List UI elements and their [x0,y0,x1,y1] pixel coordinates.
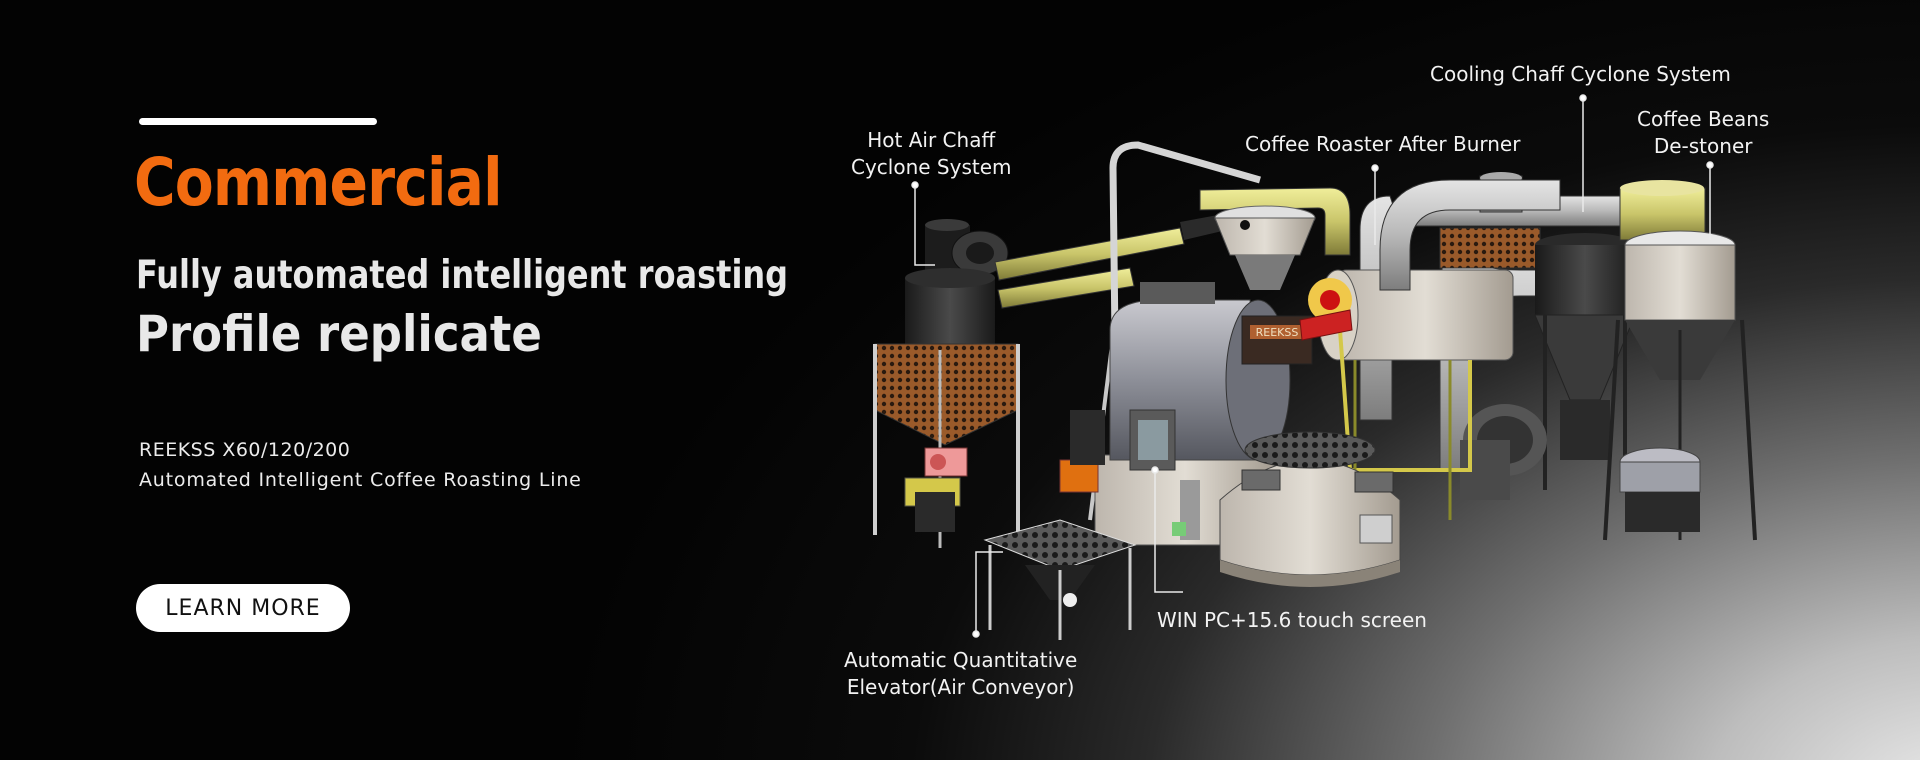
hero-subtitle-line2: Profile replicate [136,305,542,363]
callout-elevator-line1: Automatic Quantitative [844,648,1078,672]
brand-plate: REEKSS [1256,326,1299,339]
hero-subtitle-line1: Fully automated intelligent roasting [136,253,789,298]
callout-touch-screen: WIN PC+15.6 touch screen [1157,608,1427,632]
cooling-filter [1439,227,1541,269]
callout-elevator: Automatic Quantitative Elevator(Air Conv… [844,647,1077,701]
cooling-cyclone [1534,233,1636,490]
destoner [1603,180,1757,541]
blower-fan [1460,404,1547,500]
callout-cooling-chaff-cyclone: Cooling Chaff Cyclone System [1430,62,1731,86]
callout-destoner: Coffee Beans De-stoner [1637,106,1769,160]
learn-more-button[interactable]: LEARN MORE [136,584,350,632]
hero-title: Commercial [134,144,503,221]
callout-leaders [911,94,1714,638]
callout-destoner-line2: De-stoner [1653,134,1753,158]
callout-hot-air-chaff-cyclone: Hot Air Chaff Cyclone System [851,127,1012,181]
exhaust-pipe [1109,141,1261,341]
cooling-tray [1219,431,1401,587]
accent-line [139,118,377,125]
callout-after-burner: Coffee Roaster After Burner [1245,132,1521,156]
hot-air-cyclone [873,219,1020,548]
callout-destoner-line1: Coffee Beans [1637,107,1770,131]
model-name: REEKSS X60/120/200 [139,439,351,461]
afterburner-duct [1379,179,1561,291]
loader-tray [983,519,1137,640]
model-description: Automated Intelligent Coffee Roasting Li… [139,469,582,491]
callout-hot-air-line2: Cyclone System [851,155,1012,179]
callout-elevator-line2: Elevator(Air Conveyor) [846,675,1075,699]
callout-hot-air-line1: Hot Air Chaff [867,128,996,152]
bean-hopper [1214,205,1316,290]
